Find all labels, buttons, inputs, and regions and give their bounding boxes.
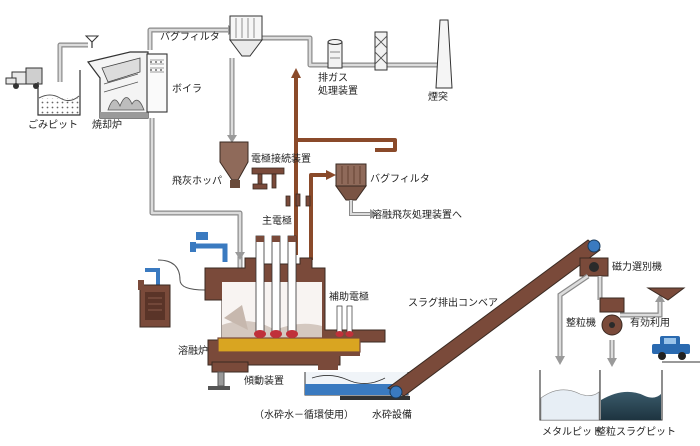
water-granulation-tank	[304, 372, 410, 400]
label-water-note: （水砕水－循環使用）	[254, 410, 354, 421]
bag-filter-mid	[335, 163, 378, 219]
melting-furnace	[204, 235, 386, 366]
metal-pit	[539, 370, 601, 421]
label-aux-electrode: 補助電極	[329, 292, 369, 303]
label-waste-pit: ごみピット	[28, 120, 78, 131]
bag-filter-top	[229, 15, 263, 57]
transformer	[138, 280, 171, 328]
label-electrode-connector: 電極接続装置	[251, 154, 311, 165]
label-bag-filter-top: バグフィルタ	[160, 32, 220, 43]
label-slag-conveyor: スラグ排出コンベア	[408, 298, 498, 309]
label-bag-filter-mid: バグフィルタ	[370, 174, 430, 185]
label-tilting-device: 傾動装置	[244, 376, 284, 387]
label-granulator: 整粒機	[566, 318, 596, 329]
label-exhaust-treatment: 排ガス 処理装置	[318, 73, 358, 97]
effective-use-hopper	[646, 287, 686, 301]
tilting-device	[208, 361, 338, 390]
scrubber-icon	[327, 39, 343, 69]
car-icon	[652, 336, 690, 360]
main-electrode	[254, 235, 298, 338]
label-melting-furnace: 溶融炉	[178, 346, 208, 357]
hot-exhaust-lines	[291, 68, 397, 260]
label-chimney: 煙突	[428, 92, 448, 103]
aux-electrode	[335, 305, 354, 337]
label-fly-ash-hopper: 飛灰ホッパ	[172, 176, 222, 187]
pit-feed-pipes	[555, 273, 665, 367]
label-metal-pit: メタルピット	[542, 427, 602, 438]
label-water-granulation: 水砕設備	[372, 410, 412, 421]
boiler	[146, 53, 168, 113]
water-line	[145, 232, 228, 291]
electrode-connector	[251, 167, 311, 207]
label-melt-fly-ash: 溶融飛灰処理装置へ	[372, 210, 462, 221]
label-slag-pit: 整粒スラグピット	[596, 427, 676, 438]
label-effective-use: 有効利用	[630, 318, 670, 329]
truck-icon	[5, 67, 43, 89]
valve-icon	[84, 35, 100, 48]
label-magnetic-separator: 磁力選別機	[612, 262, 662, 273]
gas-pipes	[57, 27, 448, 270]
reactor-icon	[374, 31, 388, 71]
chimney	[435, 19, 453, 89]
incinerator	[86, 51, 149, 119]
label-incinerator: 焼却炉	[92, 120, 122, 131]
waste-pit	[37, 70, 81, 116]
magnetic-separator	[579, 257, 609, 277]
label-boiler: ボイラ	[172, 84, 202, 95]
label-main-electrode: 主電極	[262, 216, 292, 227]
fly-ash-hopper	[219, 141, 249, 188]
slag-pit	[599, 361, 700, 421]
granulator	[599, 297, 625, 336]
slag-conveyor	[387, 239, 601, 399]
